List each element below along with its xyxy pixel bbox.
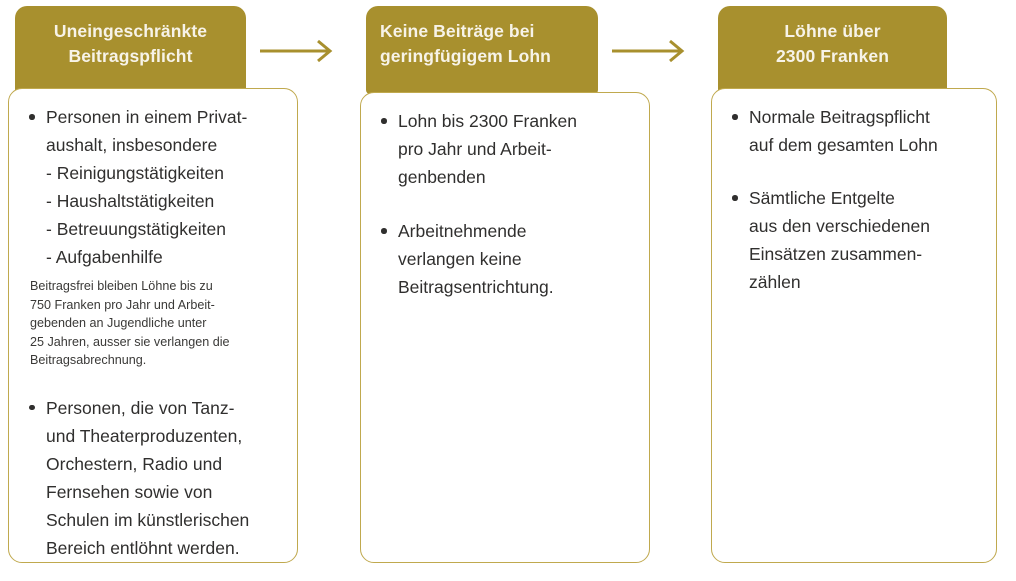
card-3-title: Löhne über 2300 Franken <box>775 21 890 66</box>
card-1-title: Uneingeschränkte Beitragspflicht <box>53 21 208 66</box>
card-2-header: Keine Beiträge bei geringfügigem Lohn <box>366 6 598 94</box>
card-2-title: Keine Beiträge bei geringfügigem Lohn <box>380 21 551 66</box>
card-2-bullet-1: Lohn bis 2300 Franken pro Jahr und Arbei… <box>377 107 633 191</box>
connector-arrow-2 <box>610 38 694 64</box>
connector-arrow-1 <box>258 38 342 64</box>
card-2-body: Lohn bis 2300 Franken pro Jahr und Arbei… <box>360 92 650 563</box>
card-1-bullet-2: Personen, die von Tanz- und Theaterprodu… <box>25 394 281 562</box>
card-1-content: Personen in einem Privat- aushalt, insbe… <box>25 103 281 562</box>
card-3-bullet-2: Sämtliche Entgelte aus den verschiedenen… <box>728 184 980 296</box>
card-1-subitems: - Reinigungstätigkeiten - Haushaltstätig… <box>46 163 226 267</box>
card-2-bullet-2: Arbeitnehmende verlangen keine Beitragse… <box>377 217 633 301</box>
card-3-header: Löhne über 2300 Franken <box>718 6 947 94</box>
card-3-content: Normale Beitragspflicht auf dem gesamten… <box>728 103 980 296</box>
arrow-right-icon <box>612 39 685 63</box>
card-1-note: Beitragsfrei bleiben Löhne bis zu 750 Fr… <box>30 279 230 367</box>
card-1-bullet-1: Personen in einem Privat- aushalt, insbe… <box>25 103 281 159</box>
card-2-content: Lohn bis 2300 Franken pro Jahr und Arbei… <box>377 107 633 301</box>
card-1-body: Personen in einem Privat- aushalt, insbe… <box>8 88 298 563</box>
card-3-bullet-1: Normale Beitragspflicht auf dem gesamten… <box>728 103 980 159</box>
arrow-right-icon <box>260 39 333 63</box>
card-1-header: Uneingeschränkte Beitragspflicht <box>15 6 246 94</box>
card-3-body: Normale Beitragspflicht auf dem gesamten… <box>711 88 997 563</box>
